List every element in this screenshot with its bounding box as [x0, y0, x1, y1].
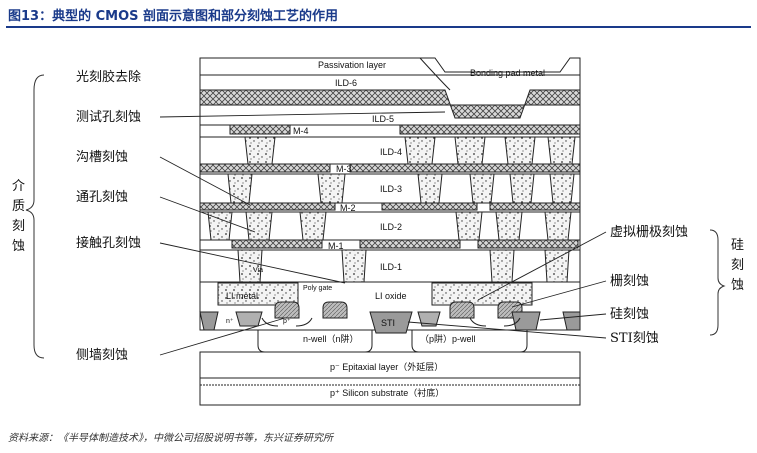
left-label-contact-etch: 接触孔刻蚀 — [76, 235, 141, 251]
label-m2: M-2 — [340, 203, 356, 213]
label-poly-gate: Poly gate — [303, 285, 332, 292]
right-group-char-2: 刻 — [731, 258, 744, 273]
wafer-structure — [199, 57, 581, 406]
left-group-char-4: 蚀 — [12, 239, 25, 254]
left-group-char-3: 刻 — [12, 219, 25, 234]
left-leader-lines — [159, 111, 446, 356]
right-annotations: 硅 刻 蚀 虚拟栅极刻蚀 栅刻蚀 硅刻蚀 STI刻蚀 — [407, 225, 744, 346]
left-label-via-etch: 通孔刻蚀 — [76, 190, 128, 205]
tungsten-plugs — [207, 136, 576, 283]
label-li-oxide: LI oxide — [375, 291, 407, 301]
label-li-metal: LI metal — [226, 291, 258, 301]
label-pwell: （p阱）p-well — [420, 334, 476, 344]
label-p-plus: p⁺ — [283, 318, 291, 325]
right-group-char-1: 硅 — [731, 238, 744, 253]
figure-title: 图13：典型的 CMOS 剖面示意图和部分刻蚀工艺的作用 — [8, 9, 339, 24]
source-note: 资料来源：《半导体制造技术》，中微公司招股说明书等，东兴证券研究所 — [8, 433, 333, 444]
cmos-cross-section-diagram: Passivation layer Bonding pad metal ILD-… — [12, 57, 744, 406]
label-ild4: ILD-4 — [380, 147, 402, 157]
label-sti: STI — [381, 318, 395, 328]
right-group-char-3: 蚀 — [731, 278, 744, 293]
left-annotations: 介 质 刻 蚀 光刻胶去除 测试孔刻蚀 沟槽刻蚀 通孔刻蚀 接触孔刻蚀 侧墙刻蚀 — [12, 69, 446, 363]
label-n-plus: n⁺ — [226, 318, 234, 325]
label-m1: M-1 — [328, 241, 344, 251]
label-nwell: n-well（n阱） — [303, 334, 359, 344]
left-label-trench-etch: 沟槽刻蚀 — [76, 150, 128, 165]
left-label-photoresist-strip: 光刻胶去除 — [76, 69, 141, 85]
left-label-spacer-etch: 侧墙刻蚀 — [76, 348, 128, 363]
right-label-gate-etch: 栅刻蚀 — [610, 274, 649, 289]
right-label-sti-etch: STI刻蚀 — [610, 331, 659, 346]
right-label-silicon-etch: 硅刻蚀 — [610, 307, 649, 322]
label-substrate: p⁺ Silicon substrate（衬底） — [330, 387, 444, 398]
title-rule — [6, 26, 751, 28]
layer-labels: Passivation layer Bonding pad metal ILD-… — [226, 60, 545, 398]
left-label-test-hole-etch: 测试孔刻蚀 — [76, 110, 141, 125]
poly-gates — [274, 301, 523, 319]
right-leader-lines — [407, 231, 607, 339]
label-m4: M-4 — [293, 126, 309, 136]
label-ild3: ILD-3 — [380, 184, 402, 194]
right-label-dummy-gate-etch: 虚拟栅极刻蚀 — [610, 225, 688, 240]
label-ild6: ILD-6 — [335, 78, 357, 88]
label-via: Via — [253, 267, 263, 274]
label-epi: p⁻ Epitaxial layer（外延层） — [330, 361, 443, 372]
label-m3: M-3 — [336, 164, 352, 174]
label-ild2: ILD-2 — [380, 222, 402, 232]
label-ild1: ILD-1 — [380, 262, 402, 272]
label-bonding-pad: Bonding pad metal — [470, 68, 545, 78]
left-group-char-1: 介 — [12, 179, 25, 194]
label-ild5: ILD-5 — [372, 114, 394, 124]
label-passivation: Passivation layer — [318, 60, 386, 70]
sti-trenches — [199, 311, 581, 334]
left-group-char-2: 质 — [12, 199, 25, 214]
